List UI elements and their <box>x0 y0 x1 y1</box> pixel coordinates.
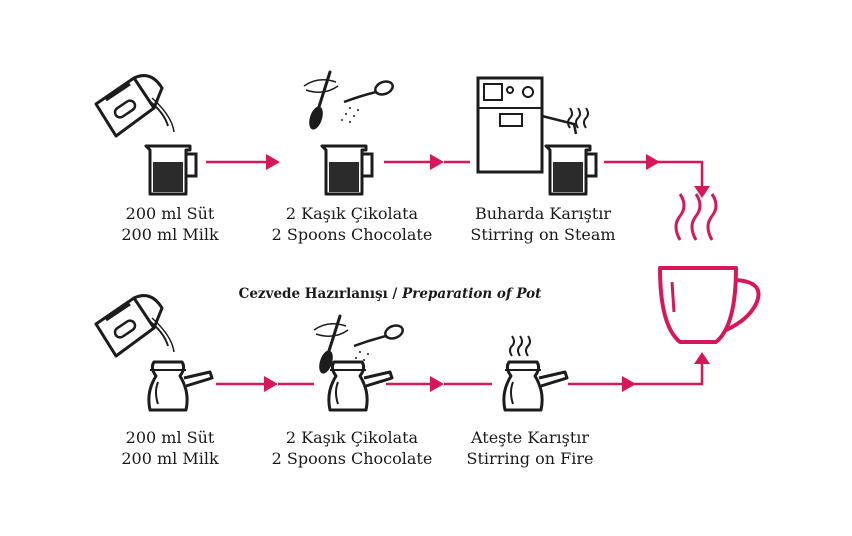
step-1-label-en: 200 ml Milk <box>121 225 219 244</box>
step-1-label: 200 ml Süt 200 ml Milk <box>100 203 240 245</box>
spoon-chocolate-pitcher-icon <box>302 70 397 196</box>
step-3-label-tr: Buharda Karıştır <box>474 204 612 223</box>
pot-step-3-label-tr: Ateşte Karıştır <box>470 428 590 447</box>
pot-step-2-label-en: 2 Spoons Chocolate <box>271 449 433 468</box>
pot-step-3-label: Ateşte Karıştır Stirring on Fire <box>455 427 605 469</box>
section-title-tr: Cezvede Hazırlanışı <box>238 286 388 302</box>
step-1-label-tr: 200 ml Süt <box>125 204 215 223</box>
pot-step-1-label: 200 ml Süt 200 ml Milk <box>100 427 240 469</box>
kettle-pour-into-cezve-icon <box>94 294 214 412</box>
step-3-label: Buharda Karıştır Stirring on Steam <box>458 203 628 245</box>
spoon-chocolate-cezve-icon <box>312 314 407 412</box>
flow-arrows <box>206 154 710 392</box>
step-2-label: 2 Kaşık Çikolata 2 Spoons Chocolate <box>262 203 442 245</box>
pot-step-2-label: 2 Kaşık Çikolata 2 Spoons Chocolate <box>262 427 442 469</box>
step-2-label-en: 2 Spoons Chocolate <box>271 225 433 244</box>
step-2-label-tr: 2 Kaşık Çikolata <box>285 204 419 223</box>
pot-step-1-label-tr: 200 ml Süt <box>125 428 215 447</box>
section-title-en: Preparation of Pot <box>402 286 542 302</box>
step-3-label-en: Stirring on Steam <box>470 225 616 244</box>
cezve-on-fire-icon <box>502 335 569 412</box>
section-title: Cezvede Hazırlanışı / Preparation of Pot <box>160 286 620 302</box>
section-title-separator: / <box>387 286 403 302</box>
hot-cup-icon <box>658 193 761 344</box>
pot-step-2-label-tr: 2 Kaşık Çikolata <box>285 428 419 447</box>
kettle-pour-into-pitcher-icon <box>94 74 198 196</box>
espresso-machine-steam-icon <box>476 76 598 196</box>
pot-step-1-label-en: 200 ml Milk <box>121 449 219 468</box>
pot-step-3-label-en: Stirring on Fire <box>466 449 594 468</box>
